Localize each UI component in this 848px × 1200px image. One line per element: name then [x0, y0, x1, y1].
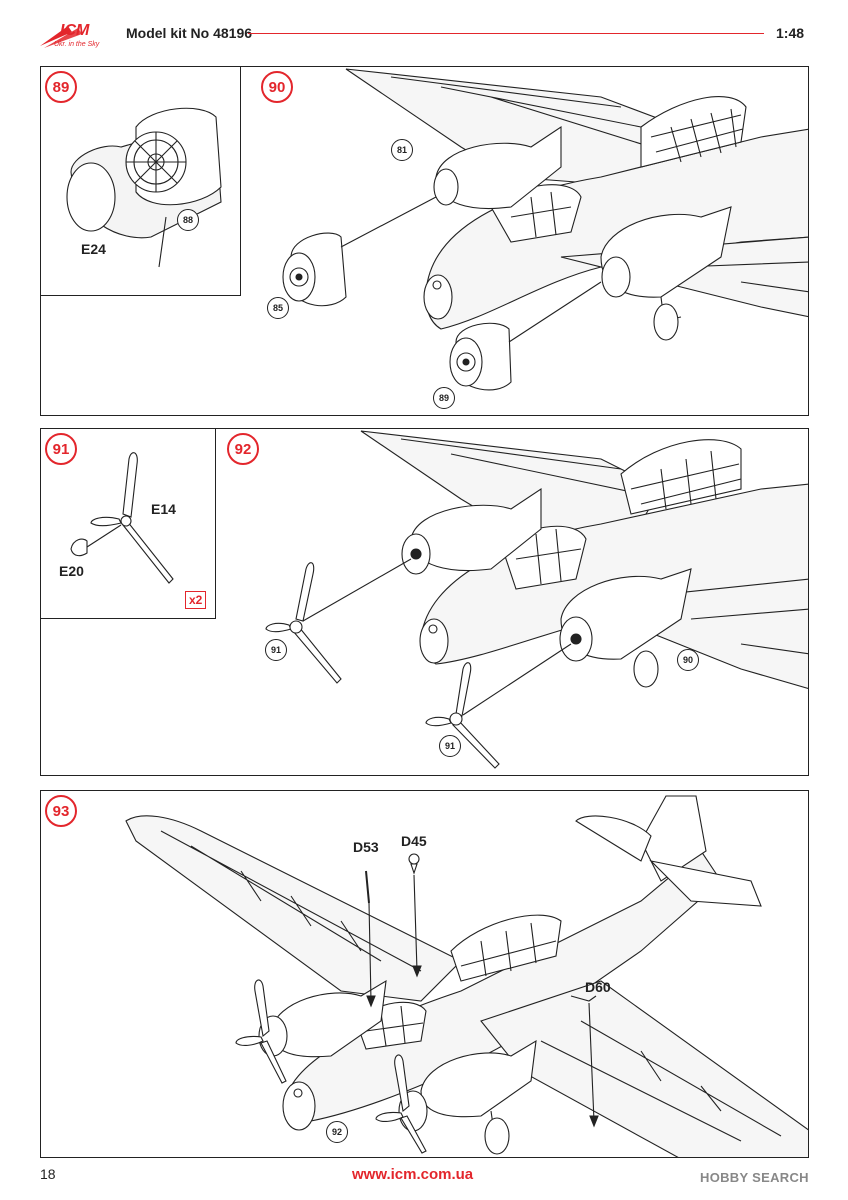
part-label-e24: E24 — [81, 241, 106, 257]
kit-title: Model kit No 48196 — [126, 25, 253, 41]
ref-89: 89 — [433, 387, 455, 409]
website-link[interactable]: www.icm.com.ua — [352, 1166, 474, 1183]
step-93-illustration — [125, 795, 808, 1157]
panel-step-93: 93 D53 D45 D60 92 — [40, 790, 809, 1158]
panel-steps-89-90: 90 81 85 89 89 E24 88 — [40, 66, 809, 416]
part-label-d45: D45 — [401, 833, 427, 849]
logo-icon — [40, 26, 82, 48]
part-label-e20: E20 — [59, 563, 84, 579]
ref-90: 90 — [677, 649, 699, 671]
page-number: 18 — [40, 1166, 56, 1182]
scale-label: 1:48 — [776, 25, 805, 41]
page-header: ICM Ukr. in the Sky Model kit No 48196 1… — [0, 0, 848, 66]
step-90-illustration — [282, 68, 808, 391]
ref-81: 81 — [391, 139, 413, 161]
ref-88: 88 — [177, 209, 199, 231]
step-91-inset: 91 E14 E20 x2 — [41, 429, 216, 619]
step-93-badge: 93 — [45, 795, 77, 827]
step-91-illustration — [70, 452, 174, 584]
step-89-inset: 89 E24 88 — [41, 67, 241, 296]
multiplier-badge: x2 — [185, 591, 207, 609]
ref-85: 85 — [267, 297, 289, 319]
panel-steps-91-92: 92 91 90 91 91 E14 E20 x2 — [40, 428, 809, 776]
part-label-d53: D53 — [353, 839, 379, 855]
step-89-illustration — [66, 107, 222, 268]
icm-logo: ICM Ukr. in the Sky — [38, 22, 120, 52]
watermark: HOBBY SEARCH — [700, 1170, 809, 1185]
step-92-badge: 92 — [227, 433, 259, 465]
step-91-badge: 91 — [45, 433, 77, 465]
step-89-badge: 89 — [45, 71, 77, 103]
brand-name: ICM — [60, 22, 90, 39]
step-92-illustration — [265, 430, 808, 769]
part-label-e14: E14 — [151, 501, 176, 517]
ref-91-left: 91 — [265, 639, 287, 661]
part-label-d60: D60 — [585, 979, 611, 995]
ref-91-lower: 91 — [439, 735, 461, 757]
brand-tagline: Ukr. in the Sky — [54, 41, 100, 48]
header-divider — [248, 33, 764, 34]
step-90-badge: 90 — [261, 71, 293, 103]
ref-92: 92 — [326, 1121, 348, 1143]
